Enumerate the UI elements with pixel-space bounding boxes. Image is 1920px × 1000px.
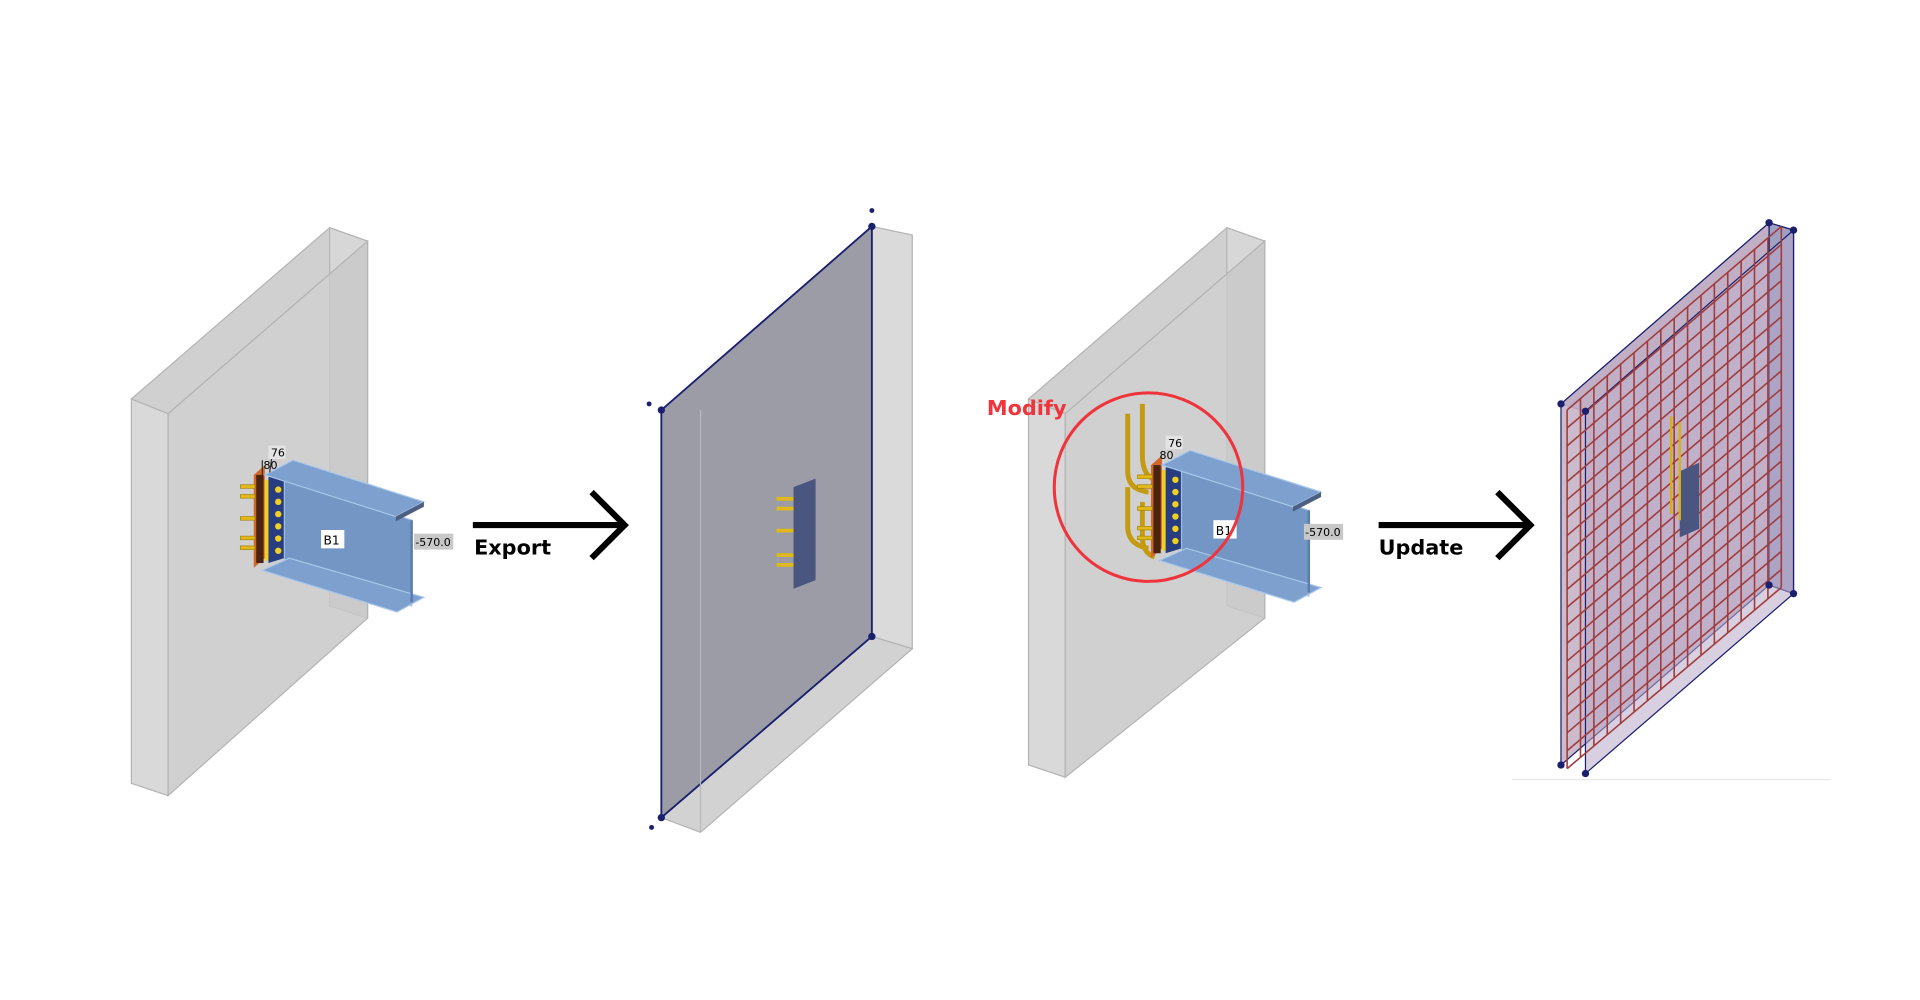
rebar [1566,225,1782,411]
beam-label: B1 [1216,524,1232,538]
export-arrow: Export [472,489,629,561]
rebar [1566,316,1782,501]
elevation-label: -570.0 [1305,526,1340,539]
rebar [1566,352,1782,537]
rebar [1566,442,1782,626]
elevation-label: -570.0 [415,536,450,549]
steel-beam: 80 76 B1 -570.0 [239,445,454,614]
embed-plate [776,478,816,589]
step-1-original-model: 80 76 B1 -570.0 [130,226,454,797]
step-4-updated-model [1512,219,1831,781]
rebar [1566,298,1782,483]
grip-handles [646,208,876,830]
rebar [1566,279,1782,465]
update-caption: Update [1379,535,1464,559]
rebar [1566,370,1782,555]
dimension-label-b: 76 [1168,437,1182,450]
step-3-modified-model: 80 76 B1 -570.0 Modify [987,226,1344,779]
dimension-label-a: 80 [264,459,278,472]
rebar [1566,406,1782,590]
export-caption: Export [474,535,551,559]
rebar [1566,478,1782,662]
rebar [1566,261,1782,447]
step-2-exported-model [646,208,914,834]
modify-annotation: Modify [987,396,1067,420]
steel-beam: 80 76 B1 -570.0 [1137,435,1344,604]
grip-handles [1557,219,1798,778]
concrete-wall [660,224,914,834]
rebar [1566,568,1782,752]
update-arrow: Update [1378,489,1535,561]
rebar [1566,514,1782,698]
rebar [1566,532,1782,716]
dimension-label-a: 80 [1160,449,1174,462]
rebar-grid [1566,225,1783,770]
rebar [1566,424,1782,608]
rebar [1566,460,1782,644]
rebar [1566,388,1782,573]
rebar [1566,550,1782,734]
concrete-wall [130,226,369,797]
rebar [1566,243,1782,429]
dimension-label-b: 76 [271,447,285,460]
embed-plate [1669,416,1700,538]
rebar [1566,496,1782,680]
highlight-circle [1052,391,1245,583]
beam-label: B1 [324,534,340,548]
rebar [1566,334,1782,519]
rebar [1566,586,1782,770]
